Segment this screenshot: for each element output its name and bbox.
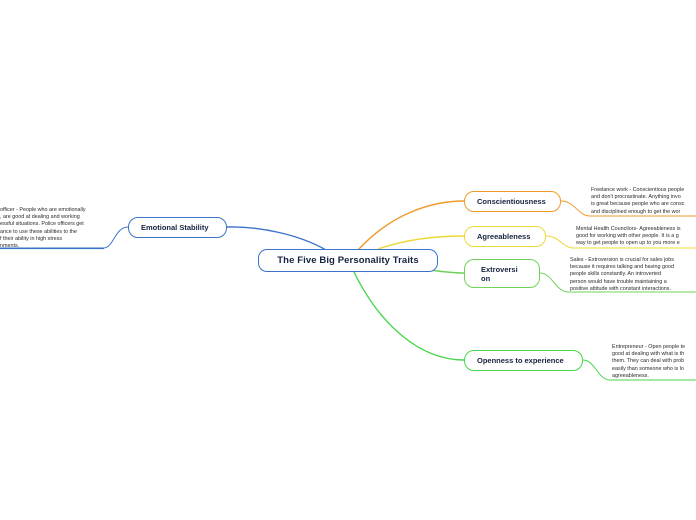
branch-agreeableness[interactable]: Agreeableness: [464, 226, 546, 247]
branch-extroversion-label: Extroversi on: [481, 264, 518, 283]
note-emotional-stability: officer - People who are emotionally , a…: [0, 207, 86, 247]
branch-agreeableness-label: Agreeableness: [477, 232, 531, 241]
note-extroversion: Sales - Extroversion is crucial for sale…: [570, 257, 674, 291]
note-agreeableness: Mental Health Councilors- Agreeableness …: [576, 226, 681, 246]
branch-openness-to-experience-label: Openness to experience: [477, 356, 564, 365]
branch-emotional-stability[interactable]: Emotional Stability: [128, 217, 227, 238]
central-topic-label: The Five Big Personality Traits: [277, 255, 419, 266]
connector-agreeableness-note: [545, 235, 696, 249]
branch-openness-to-experience[interactable]: Openness to experience: [464, 350, 583, 371]
connector-emotional: [226, 226, 327, 251]
connector-extroversion: [429, 269, 465, 274]
branch-conscientiousness-label: Conscientiousness: [477, 197, 546, 206]
connector-extroversion-note: [539, 272, 696, 293]
connector-conscientiousness-note: [560, 200, 696, 217]
note-conscientiousness: Freelance work - Conscientious people an…: [591, 187, 685, 215]
branch-emotional-stability-label: Emotional Stability: [141, 223, 209, 232]
central-topic[interactable]: The Five Big Personality Traits: [258, 249, 438, 272]
connector-agreeableness: [377, 235, 465, 250]
note-openness-to-experience: Entrepreneur - Open people te good at de…: [612, 344, 686, 379]
branch-conscientiousness[interactable]: Conscientiousness: [464, 191, 561, 212]
connector-conscientiousness: [357, 200, 465, 251]
connector-openness: [353, 271, 465, 361]
branch-extroversion[interactable]: Extroversi on: [464, 259, 540, 288]
connector-emotional-note: [0, 226, 129, 249]
connector-openness-note: [582, 359, 696, 381]
